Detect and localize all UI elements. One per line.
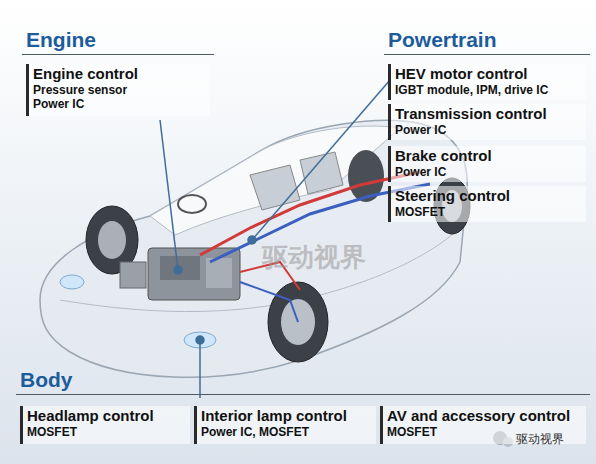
component-box: Transmission controlPower IC <box>388 104 586 140</box>
section-heading: Engine <box>22 26 214 55</box>
component-box: Headlamp controlMOSFET <box>20 406 190 444</box>
engine-part <box>206 258 232 288</box>
device-type: MOSFET <box>395 205 586 219</box>
section-heading: Body <box>16 366 590 395</box>
leader-dot <box>248 236 256 244</box>
section-heading: Powertrain <box>384 26 590 55</box>
headlamps <box>60 275 216 348</box>
blue-wire <box>240 282 298 322</box>
device-type: MOSFET <box>27 425 190 439</box>
leader-dot <box>196 336 204 344</box>
headlamp <box>60 275 84 289</box>
device-type: Power IC <box>395 165 586 179</box>
device-type: Power IC <box>33 97 210 111</box>
windshield <box>150 126 400 235</box>
seat <box>250 165 300 210</box>
battery <box>120 262 146 288</box>
section-group: PowertrainHEV motor controlIGBT module, … <box>384 26 590 228</box>
engine-part <box>160 256 200 280</box>
component-name: AV and accessory control <box>387 406 586 425</box>
component-box: Interior lamp controlPower IC, MOSFET <box>194 406 376 444</box>
component-name: Steering control <box>395 186 586 205</box>
component-name: Interior lamp control <box>201 406 376 425</box>
component-box: Engine controlPressure sensorPower IC <box>26 64 210 116</box>
device-type: IGBT module, IPM, drive IC <box>395 83 586 97</box>
component-name: Engine control <box>33 64 210 83</box>
wheel-hub <box>98 221 126 259</box>
steering-wheel <box>178 195 206 213</box>
device-type: Pressure sensor <box>33 83 210 97</box>
component-name: Headlamp control <box>27 406 190 425</box>
leader-line <box>160 120 178 270</box>
watermark: 驱动视界 <box>262 240 366 275</box>
component-box: Brake controlPower IC <box>388 146 586 182</box>
component-name: Transmission control <box>395 104 586 123</box>
leader-dot <box>174 266 182 274</box>
component-box: HEV motor controlIGBT module, IPM, drive… <box>388 64 586 100</box>
component-name: HEV motor control <box>395 64 586 83</box>
device-type: Power IC <box>395 123 586 137</box>
leader-lines <box>160 80 390 398</box>
device-type: Power IC, MOSFET <box>201 425 376 439</box>
section-group: EngineEngine controlPressure sensorPower… <box>22 26 214 120</box>
leader-line <box>199 340 201 398</box>
interior <box>178 152 343 213</box>
component-name: Brake control <box>395 146 586 165</box>
section-group: BodyHeadlamp controlMOSFETInterior lamp … <box>16 366 590 452</box>
component-box: Steering controlMOSFET <box>388 186 586 222</box>
watermark: 驱动视界 <box>516 431 564 448</box>
leader-line <box>252 80 390 240</box>
